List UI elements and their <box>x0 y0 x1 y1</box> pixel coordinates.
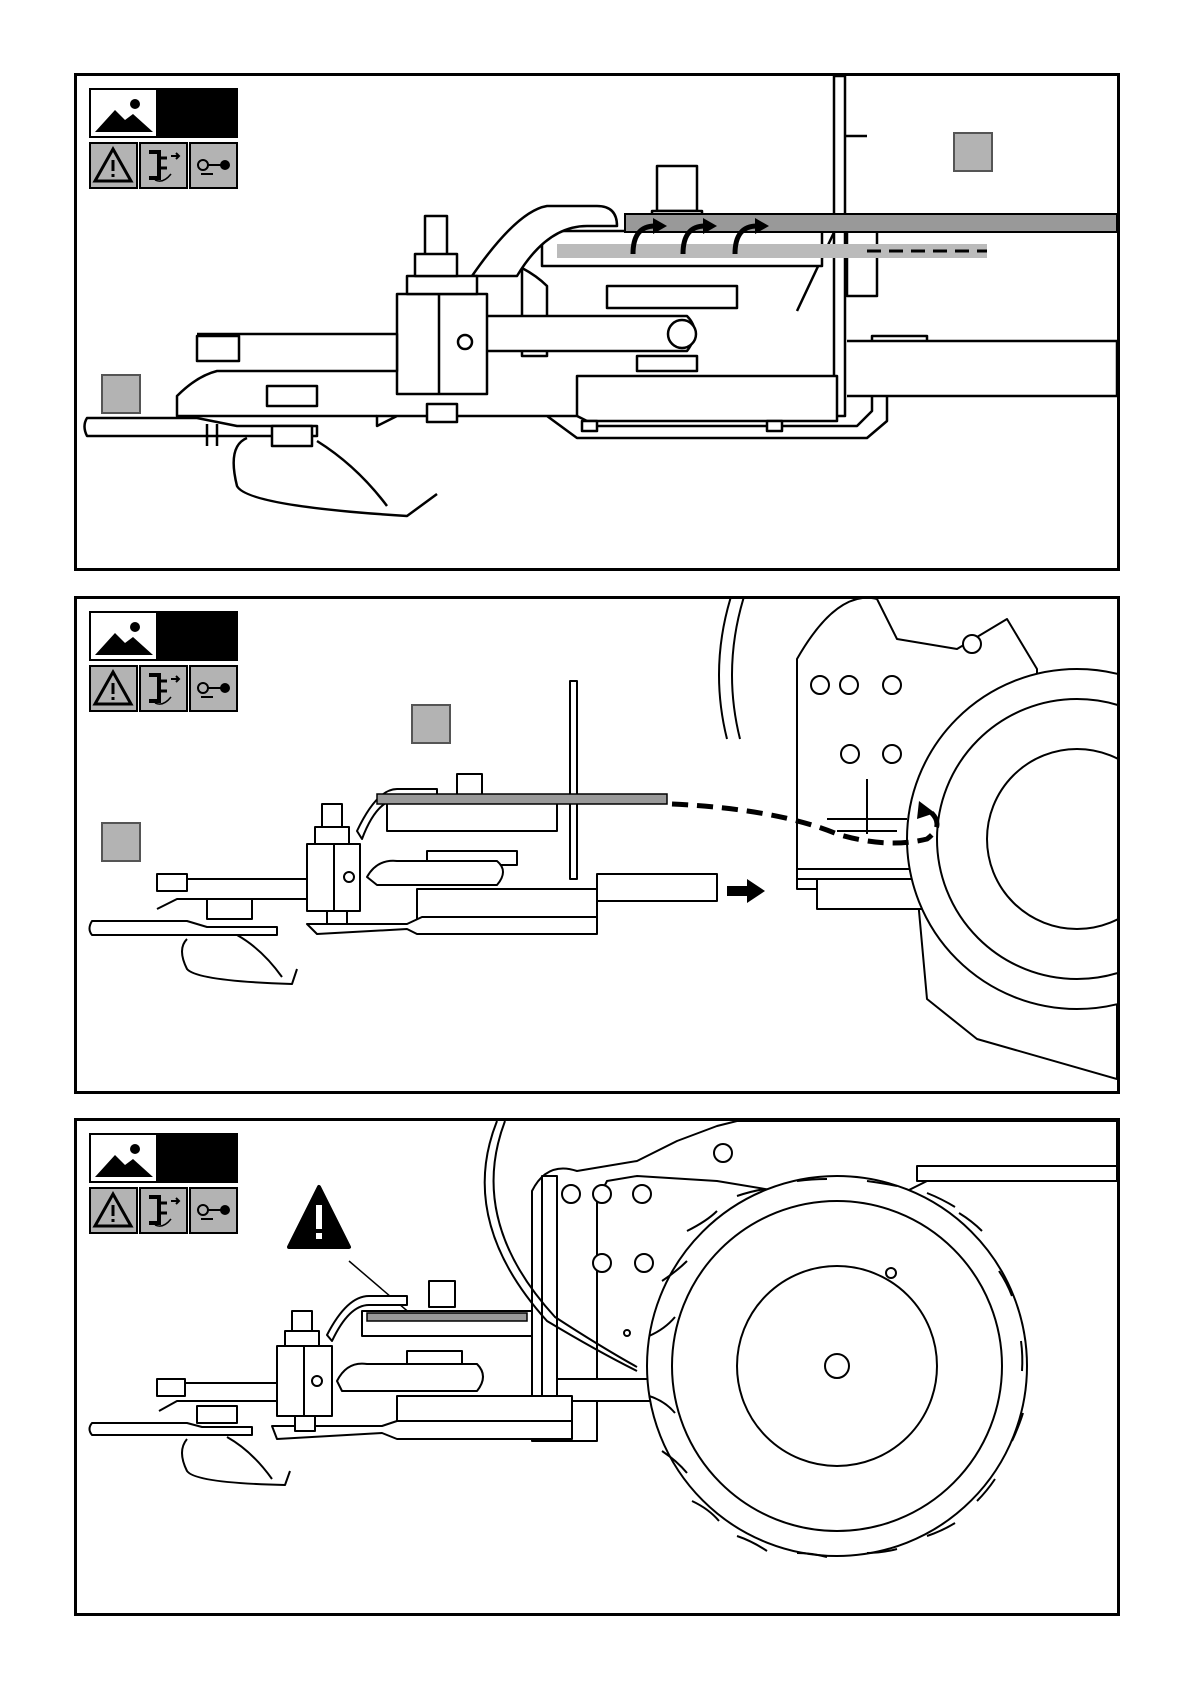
illustration-panel-1 <box>74 73 1120 571</box>
installed-assembly-drawing <box>77 1121 1117 1613</box>
drive-belt <box>377 794 667 804</box>
pulley-assembly-drawing <box>77 76 1117 568</box>
illustration-panel-3 <box>74 1118 1120 1616</box>
warning-triangle-icon <box>289 1187 349 1247</box>
illustration-panel-2 <box>74 596 1120 1094</box>
arrow-right-icon <box>727 879 765 903</box>
drive-belt <box>367 1313 527 1321</box>
belt-routing-drawing <box>77 599 1117 1091</box>
